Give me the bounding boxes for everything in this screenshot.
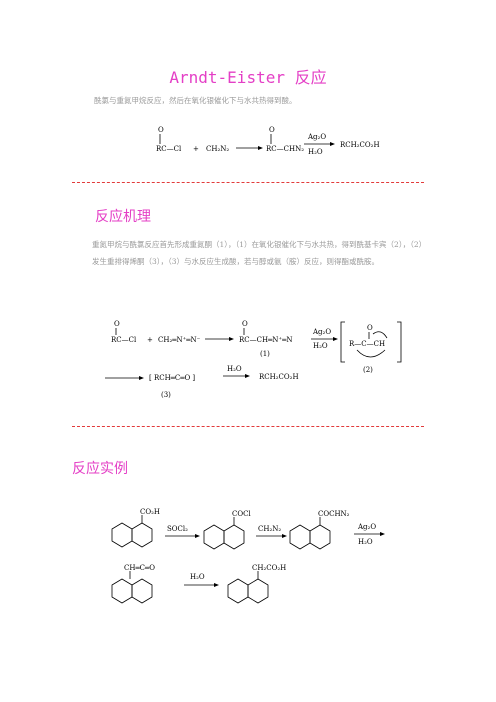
reagent-socl2: SOCl₂ bbox=[167, 525, 188, 533]
diazomethane: CH₂N₂ bbox=[206, 145, 229, 153]
arrow-head bbox=[258, 146, 263, 150]
mechanism-text: 重氮甲烷与酰氯反应首先形成重氮酮（1），（1）在氧化银催化下与水共热，得到酰基卡… bbox=[92, 240, 423, 266]
scheme-overview: O RC—Cl + CH₂N₂ O RC—CHN₂ Ag₂O H₂O RCH₂C… bbox=[156, 126, 380, 156]
substituent-co2h: CO₂H bbox=[140, 508, 160, 516]
arrow-head bbox=[245, 374, 250, 378]
label-2: (2) bbox=[363, 366, 373, 374]
section-heading-mechanism: 反应机理 bbox=[95, 209, 151, 225]
reagent-h2o: H₂O bbox=[227, 365, 242, 373]
reagent-ch2n2: CH₂N₂ bbox=[258, 525, 281, 533]
label-3: (3) bbox=[161, 391, 171, 399]
arrow-head bbox=[139, 376, 144, 380]
plus-sign: + bbox=[193, 145, 199, 153]
divider bbox=[72, 426, 424, 427]
rearrangement-arrow bbox=[372, 331, 388, 339]
divider bbox=[72, 182, 424, 183]
carbonyl-o: O bbox=[114, 320, 120, 328]
ketene: [ RCH═C═O ] bbox=[149, 374, 195, 382]
diazoketone: RC—CH═N⁺═N bbox=[239, 336, 292, 344]
plus-sign: + bbox=[147, 336, 153, 344]
substituent-cocl: COCl bbox=[232, 510, 251, 518]
reagent-h2o: H₂O bbox=[358, 538, 373, 546]
reagent-ag2o: Ag₂O bbox=[307, 133, 326, 141]
arrow-head bbox=[380, 532, 385, 536]
reagent-h2o: H₂O bbox=[308, 148, 323, 156]
bracket-right bbox=[397, 321, 402, 363]
reagent-ag2o: Ag₂O bbox=[357, 523, 376, 531]
arrow-head bbox=[214, 583, 219, 587]
bracket-left bbox=[340, 321, 345, 363]
label-1: (1) bbox=[260, 350, 270, 358]
arrow-head bbox=[195, 534, 200, 538]
arrow-head bbox=[282, 534, 287, 538]
substituent-ch2co2h: CH₂CO₂H bbox=[252, 564, 286, 572]
arrow-head bbox=[229, 337, 234, 341]
product-acid: RCH₂CO₂H bbox=[340, 141, 380, 149]
reagent-ag2o: Ag₂O bbox=[312, 328, 331, 336]
product-acid: RCH₂CO₂H bbox=[259, 373, 299, 381]
diazoketone: RC—CHN₂ bbox=[266, 145, 304, 153]
arrow-head bbox=[330, 142, 335, 146]
acyl-carbene: R—C—CH bbox=[349, 340, 385, 348]
carbonyl-o: O bbox=[367, 324, 373, 332]
naphthalene-4 bbox=[111, 578, 153, 604]
section-heading-example: 反应实例 bbox=[72, 461, 128, 477]
page-title: Arndt-Eister 反应 bbox=[169, 68, 327, 87]
carbonyl-o: O bbox=[158, 126, 164, 134]
naphthalene-5 bbox=[227, 578, 269, 604]
intro-text: 酰氯与重氮甲烷反应，然后在氧化银催化下与水共热得到酸。 bbox=[94, 96, 297, 105]
naphthalene-1 bbox=[111, 522, 153, 548]
diazomethane: CH₂═N⁺═N⁻ bbox=[158, 336, 201, 344]
substituent-ketene: CH═C═O bbox=[124, 564, 155, 572]
carbonyl-o: O bbox=[269, 126, 275, 134]
naphthalene-2 bbox=[203, 524, 245, 550]
naphthalene-3 bbox=[289, 524, 331, 550]
carbonyl-o: O bbox=[242, 320, 248, 328]
reagent-h2o: H₂O bbox=[190, 573, 205, 581]
substituent-cochn2: COCHN₂ bbox=[318, 510, 350, 518]
arrow-head bbox=[333, 337, 338, 341]
reagent-h2o: H₂O bbox=[313, 342, 328, 350]
acyl-chloride: RC—Cl bbox=[156, 145, 182, 153]
scheme-example: CO₂H SOCl₂ COCl CH₂N₂ COCHN₂ Ag₂O H₂O CH… bbox=[111, 508, 385, 604]
scheme-mechanism: O RC—Cl + CH₂═N⁺═N⁻ O RC—CH═N⁺═N (1) Ag₂… bbox=[105, 320, 402, 399]
rearrangement-arrow bbox=[356, 349, 386, 358]
acyl-chloride: RC—Cl bbox=[111, 336, 137, 344]
